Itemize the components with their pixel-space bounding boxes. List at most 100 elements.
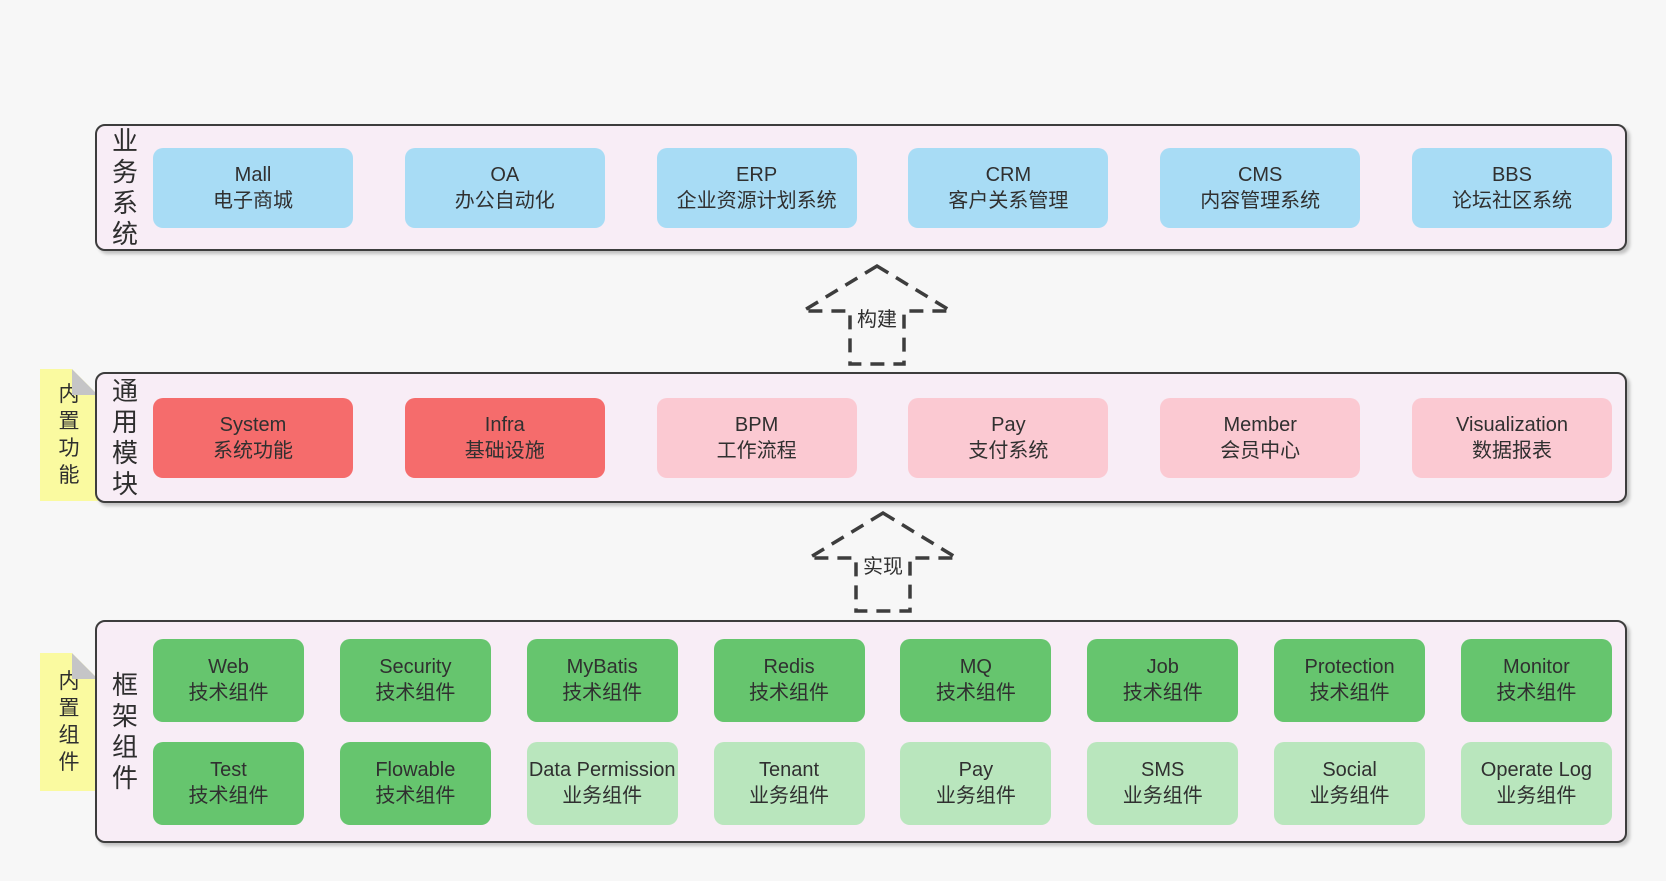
- tile-desc: 支付系统: [968, 439, 1049, 462]
- tile-bpm: BPM 工作流程: [656, 397, 857, 478]
- tile-protection: Protection 技术组件: [1274, 638, 1426, 722]
- tile-desc: 系统功能: [213, 439, 293, 462]
- tile-name: BBS: [1491, 163, 1532, 186]
- tile-cms: CMS 内容管理系统: [1160, 147, 1361, 228]
- tile-name: CMS: [1237, 163, 1283, 186]
- tile-mall: Mall 电子商城: [153, 147, 353, 228]
- tile-name: MyBatis: [566, 656, 638, 678]
- tile-desc: 会员中心: [1220, 439, 1301, 462]
- tile-desc: 办公自动化: [454, 189, 555, 212]
- tile-desc: 基础设施: [464, 439, 545, 462]
- arrow-up-implement: 实现: [803, 510, 963, 614]
- dashed-up-arrow-icon: [797, 263, 957, 366]
- components-row-1: Web 技术组件 Security 技术组件 MyBatis 技术组件 Redi…: [153, 638, 1612, 722]
- tile-name: Infra: [484, 413, 525, 436]
- tile-erp: ERP 企业资源计划系统: [656, 147, 857, 228]
- tile-name: System: [219, 413, 287, 436]
- tile-test: Test 技术组件: [153, 741, 304, 825]
- tile-flowable: Flowable 技术组件: [339, 741, 491, 825]
- arrow-implement-label: 实现: [861, 550, 905, 579]
- tile-desc: 业务组件: [1122, 785, 1203, 807]
- tile-name: Tenant: [759, 759, 820, 781]
- tile-infra: Infra 基础设施: [404, 397, 605, 478]
- tile-desc: 技术组件: [562, 682, 643, 704]
- tile-name: Security: [379, 656, 452, 678]
- tile-system: System 系统功能: [153, 397, 353, 478]
- tile-security: Security 技术组件: [339, 638, 491, 722]
- tile-desc: 论坛社区系统: [1451, 189, 1572, 212]
- tile-name: Data Permission: [528, 759, 676, 781]
- tile-name: OA: [490, 163, 520, 186]
- tile-desc: 技术组件: [1309, 682, 1390, 704]
- layer-label-box: 通用模块: [97, 374, 153, 501]
- layer-label-box: 框架组件: [97, 622, 153, 841]
- tile-desc: 业务组件: [1309, 785, 1390, 807]
- tile-desc: 业务组件: [935, 785, 1016, 807]
- tile-name: Flowable: [375, 759, 456, 781]
- tile-monitor: Monitor 技术组件: [1460, 638, 1612, 722]
- layer-label-box: 业务系统: [97, 126, 153, 249]
- tile-crm: CRM 客户关系管理: [908, 147, 1109, 228]
- tile-desc: 技术组件: [188, 785, 269, 807]
- tile-data-permission: Data Permission 业务组件: [526, 741, 678, 825]
- tile-name: MQ: [959, 656, 992, 678]
- tile-desc: 技术组件: [375, 682, 456, 704]
- modules-tiles-row: System 系统功能 Infra 基础设施 BPM 工作流程 Pay 支付系统…: [153, 374, 1625, 501]
- tile-bbs: BBS 论坛社区系统: [1411, 147, 1612, 228]
- arrow-up-build: 构建: [797, 263, 957, 367]
- layer-framework-components-label: 框架组件: [111, 669, 138, 793]
- dashed-up-arrow-icon: [803, 510, 963, 613]
- tile-web: Web 技术组件: [153, 638, 304, 722]
- tile-tenant: Tenant 业务组件: [713, 741, 865, 825]
- tile-desc: 业务组件: [1496, 785, 1577, 807]
- tile-name: Visualization: [1456, 413, 1568, 436]
- tile-name: Job: [1146, 656, 1179, 678]
- tile-pay-biz: Pay 业务组件: [900, 741, 1052, 825]
- tile-oa: OA 办公自动化: [404, 147, 605, 228]
- tile-name: Web: [208, 656, 249, 678]
- tile-name: Protection: [1304, 656, 1395, 678]
- tile-desc: 数据报表: [1471, 439, 1552, 462]
- components-row-2: Test 技术组件 Flowable 技术组件 Data Permission …: [153, 741, 1612, 825]
- tile-pay: Pay 支付系统: [908, 397, 1109, 478]
- tile-desc: 技术组件: [188, 682, 269, 704]
- tile-desc: 客户关系管理: [948, 189, 1069, 212]
- components-tiles-grid: Web 技术组件 Security 技术组件 MyBatis 技术组件 Redi…: [153, 622, 1625, 841]
- tile-name: Mall: [234, 163, 272, 186]
- tile-name: Test: [210, 759, 247, 781]
- tile-name: Redis: [763, 656, 815, 678]
- sticky-built-in-features: 内置功能: [40, 369, 98, 501]
- tile-desc: 业务组件: [562, 785, 643, 807]
- tile-desc: 工作流程: [716, 439, 797, 462]
- tile-name: Pay: [991, 413, 1026, 436]
- sticky-built-in-components: 内置组件: [40, 653, 98, 791]
- tile-desc: 技术组件: [1122, 682, 1203, 704]
- layer-business-systems: 业务系统 Mall 电子商城 OA 办公自动化 ERP 企业资源计划系统 CRM…: [95, 124, 1627, 251]
- layer-framework-components: 框架组件 Web 技术组件 Security 技术组件 MyBatis 技术组件…: [95, 620, 1627, 843]
- tile-name: Social: [1322, 759, 1377, 781]
- layer-common-modules: 通用模块 System 系统功能 Infra 基础设施 BPM 工作流程 Pay…: [95, 372, 1627, 503]
- sticky-built-in-components-label: 内置组件: [58, 670, 80, 774]
- layer-business-systems-label: 业务系统: [111, 125, 138, 249]
- tile-desc: 技术组件: [935, 682, 1016, 704]
- tile-mq: MQ 技术组件: [900, 638, 1052, 722]
- tile-mybatis: MyBatis 技术组件: [526, 638, 678, 722]
- tile-name: Operate Log: [1480, 759, 1592, 781]
- sticky-built-in-features-label: 内置功能: [58, 383, 80, 487]
- tile-desc: 内容管理系统: [1200, 189, 1321, 212]
- tile-name: Pay: [958, 759, 994, 781]
- tile-name: ERP: [736, 163, 778, 186]
- tile-desc: 技术组件: [1496, 682, 1577, 704]
- tile-sms: SMS 业务组件: [1087, 741, 1239, 825]
- arrow-build-label: 构建: [855, 303, 899, 332]
- tile-name: BPM: [734, 413, 779, 436]
- tile-redis: Redis 技术组件: [713, 638, 865, 722]
- tile-operate-log: Operate Log 业务组件: [1460, 741, 1612, 825]
- tile-name: Member: [1223, 413, 1297, 436]
- tile-social: Social 业务组件: [1274, 741, 1426, 825]
- tile-desc: 技术组件: [375, 785, 456, 807]
- tile-desc: 业务组件: [749, 785, 830, 807]
- tile-member: Member 会员中心: [1160, 397, 1361, 478]
- layer-common-modules-label: 通用模块: [111, 375, 138, 499]
